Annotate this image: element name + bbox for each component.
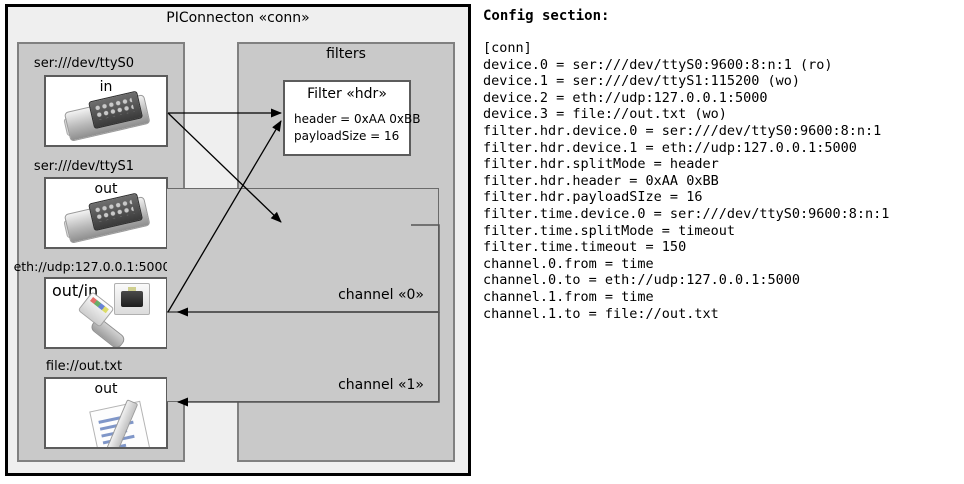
device-label-ttys1: ser:///dev/ttyS1 bbox=[33, 159, 135, 174]
device-caption-out-serial: out bbox=[94, 181, 118, 197]
device-label-ttys0: ser:///dev/ttyS0 bbox=[33, 56, 135, 71]
filters-group-title: filters bbox=[326, 46, 366, 62]
channel-1-box[interactable]: channel «1» bbox=[167, 312, 439, 402]
channel-0-box[interactable]: channel «0» bbox=[167, 188, 439, 312]
device-caption-in: in bbox=[99, 79, 113, 95]
device-caption-outin: out/in bbox=[52, 281, 99, 300]
config-text: [conn] device.0 = ser:///dev/ttyS0:9600:… bbox=[483, 40, 890, 322]
channel-0-label: channel «0» bbox=[338, 287, 424, 303]
filter-hdr-line-header: header = 0xAA 0xBB bbox=[294, 112, 421, 126]
device-label-eth: eth://udp:127.0.0.1:5000 bbox=[13, 259, 171, 274]
filter-hdr-line-payload: payloadSize = 16 bbox=[294, 129, 400, 143]
filter-hdr-title: Filter «hdr» bbox=[307, 86, 387, 102]
channel-1-label: channel «1» bbox=[338, 377, 424, 393]
config-heading: Config section: bbox=[483, 8, 610, 24]
diagram-title: PIConnecton «conn» bbox=[166, 10, 310, 26]
device-label-file: file://out.txt bbox=[45, 359, 123, 374]
device-box-ttys0[interactable]: in bbox=[44, 75, 168, 147]
serial-port-icon bbox=[62, 188, 152, 247]
device-box-ttys1[interactable]: out bbox=[44, 177, 168, 249]
text-file-icon bbox=[89, 399, 157, 447]
device-caption-out-file: out bbox=[94, 381, 118, 397]
device-box-eth[interactable]: out/in bbox=[44, 277, 168, 349]
serial-port-icon bbox=[62, 86, 152, 145]
filter-box-hdr[interactable]: Filter «hdr» header = 0xAA 0xBB payloadS… bbox=[283, 80, 420, 156]
config-panel: Config section: [conn] device.0 = ser://… bbox=[483, 8, 953, 322]
device-box-file[interactable]: out bbox=[44, 377, 168, 449]
